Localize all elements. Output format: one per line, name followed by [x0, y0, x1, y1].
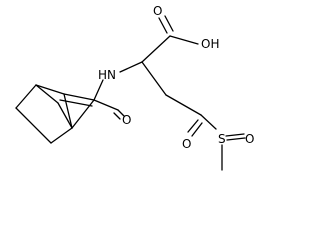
amide-carbonyl-oxygen-label: O [122, 113, 131, 127]
methylsulfonyl-group [187, 119, 246, 171]
amide-group [93, 79, 125, 120]
amino-acid-backbone [119, 15, 217, 130]
sulfonyl-oxygen-right-label: O [245, 132, 254, 146]
norbornene-ring [15, 84, 95, 144]
molecule-diagram: OH O HN O O S O [15, 4, 254, 171]
sulfur-label: S [218, 132, 226, 146]
sulfonyl-oxygen-left-label: O [182, 137, 191, 151]
hydroxyl-label: OH [201, 37, 219, 51]
amide-nitrogen-label: HN [98, 68, 116, 82]
acid-carbonyl-oxygen-label: O [153, 4, 162, 18]
